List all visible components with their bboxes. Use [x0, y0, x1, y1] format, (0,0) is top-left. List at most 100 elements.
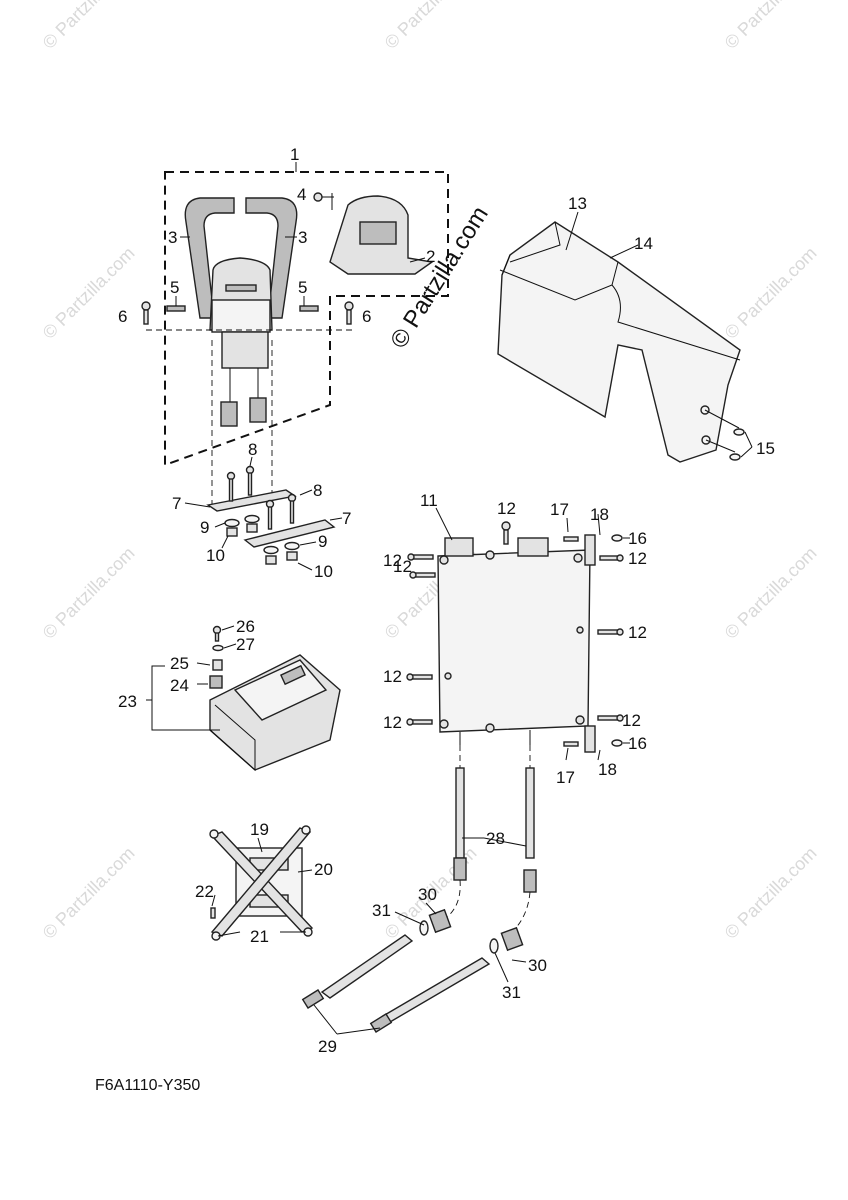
- callout-5: 5: [298, 278, 307, 297]
- callout-14: 14: [634, 234, 653, 253]
- washer-27: [212, 644, 224, 652]
- callout-6: 6: [118, 307, 127, 326]
- nut-10: [246, 523, 258, 533]
- screw-4: [313, 192, 334, 202]
- watermark: © Partzilla.com: [381, 0, 481, 53]
- washer-9: [244, 514, 260, 524]
- cover-14: [497, 211, 753, 463]
- callout-8: 8: [313, 481, 322, 500]
- callout-12: 12: [383, 551, 402, 570]
- cable-29: [381, 957, 491, 1023]
- screw-17: [563, 536, 579, 542]
- cable-29: [320, 934, 414, 999]
- screw-17: [563, 741, 579, 747]
- nut-10: [265, 555, 277, 565]
- screw-5: [299, 305, 319, 312]
- nut-10: [286, 551, 298, 561]
- screw-8: [265, 499, 275, 530]
- diagram-code: F6A1110-Y350: [95, 1077, 200, 1094]
- control-body: [221, 331, 269, 369]
- callout-5: 5: [170, 278, 179, 297]
- mount-bracket-18: [584, 534, 596, 566]
- callout-29: 29: [318, 1037, 337, 1056]
- bracket-7-lower: [243, 519, 336, 548]
- callouts: 1 2 3 3 4 5 5 6 6 7 7 8 8 9 9 10 10 11 1…: [118, 145, 775, 1056]
- connector-30: [500, 926, 524, 952]
- callout-7: 7: [172, 494, 181, 513]
- callout-18: 18: [590, 505, 609, 524]
- callout-17: 17: [550, 500, 569, 519]
- nut-10: [226, 527, 238, 537]
- washer-16: [611, 534, 623, 542]
- leaders-top-left: [175, 193, 426, 306]
- screw-12: [599, 554, 624, 562]
- callout-10: 10: [314, 562, 333, 581]
- callout-22: 22: [195, 882, 214, 901]
- callout-10: 10: [206, 546, 225, 565]
- callout-16: 16: [628, 734, 647, 753]
- watermark: © Partzilla.com: [721, 243, 821, 343]
- callout-26: 26: [236, 617, 255, 636]
- callout-23: 23: [118, 692, 137, 711]
- screw-12: [407, 553, 434, 561]
- screw-26: [212, 625, 222, 642]
- collar-25: [212, 659, 223, 671]
- screw-8: [287, 493, 297, 524]
- callout-12: 12: [497, 499, 516, 518]
- cover-body: [497, 221, 741, 463]
- harness-connector: [249, 397, 267, 423]
- callout-15: 15: [756, 439, 775, 458]
- callout-11: 11: [420, 491, 438, 510]
- screw-12: [501, 521, 511, 545]
- cable-28: [525, 767, 535, 859]
- unit-connector: [517, 537, 549, 557]
- washer-9: [263, 545, 279, 555]
- grommet-15: [729, 453, 741, 461]
- unit-panel: [437, 549, 591, 733]
- callout-9: 9: [318, 532, 327, 551]
- callout-21: 21: [250, 927, 269, 946]
- screw-12: [597, 628, 624, 636]
- control-assembly: [141, 162, 449, 467]
- mount-bracket-18: [584, 725, 596, 753]
- mount-frame: [209, 825, 314, 941]
- screw-8: [226, 471, 236, 502]
- callout-16: 16: [628, 529, 647, 548]
- watermark: © Partzilla.com: [39, 243, 139, 343]
- grommet-15: [733, 428, 745, 436]
- control-head-lower: [211, 299, 271, 333]
- washer-9: [224, 518, 240, 528]
- callout-12: 12: [622, 711, 641, 730]
- callout-12: 12: [383, 667, 402, 686]
- assembly-boundary: [164, 171, 449, 467]
- screw-22: [210, 907, 216, 919]
- watermark: © Partzilla.com: [721, 0, 821, 53]
- ring-31: [489, 938, 499, 954]
- washer-9: [284, 541, 300, 551]
- screw-12: [406, 673, 433, 681]
- watermark: © Partzilla.com: [39, 843, 139, 943]
- unit-connector: [444, 537, 474, 557]
- bolt-6: [344, 301, 354, 325]
- callout-2: 2: [426, 247, 435, 266]
- junction-box-23: [146, 625, 341, 772]
- callout-30: 30: [418, 885, 437, 904]
- callout-12: 12: [628, 549, 647, 568]
- callout-25: 25: [170, 654, 189, 673]
- callout-12: 12: [393, 557, 412, 576]
- callout-3: 3: [168, 228, 177, 247]
- washer-16: [611, 739, 623, 747]
- callout-20: 20: [314, 860, 333, 879]
- callout-3: 3: [298, 228, 307, 247]
- callout-19: 19: [250, 820, 269, 839]
- screw-5: [166, 305, 186, 312]
- grommet-24: [209, 675, 223, 689]
- screw-12: [406, 718, 433, 726]
- callout-30: 30: [528, 956, 547, 975]
- callout-8: 8: [248, 440, 257, 459]
- callout-28: 28: [486, 829, 505, 848]
- callout-27: 27: [236, 635, 255, 654]
- watermark: © Partzilla.com: [39, 0, 139, 53]
- callout-18: 18: [598, 760, 617, 779]
- watermark-layer: © Partzilla.com © Partzilla.com © Partzi…: [39, 0, 821, 943]
